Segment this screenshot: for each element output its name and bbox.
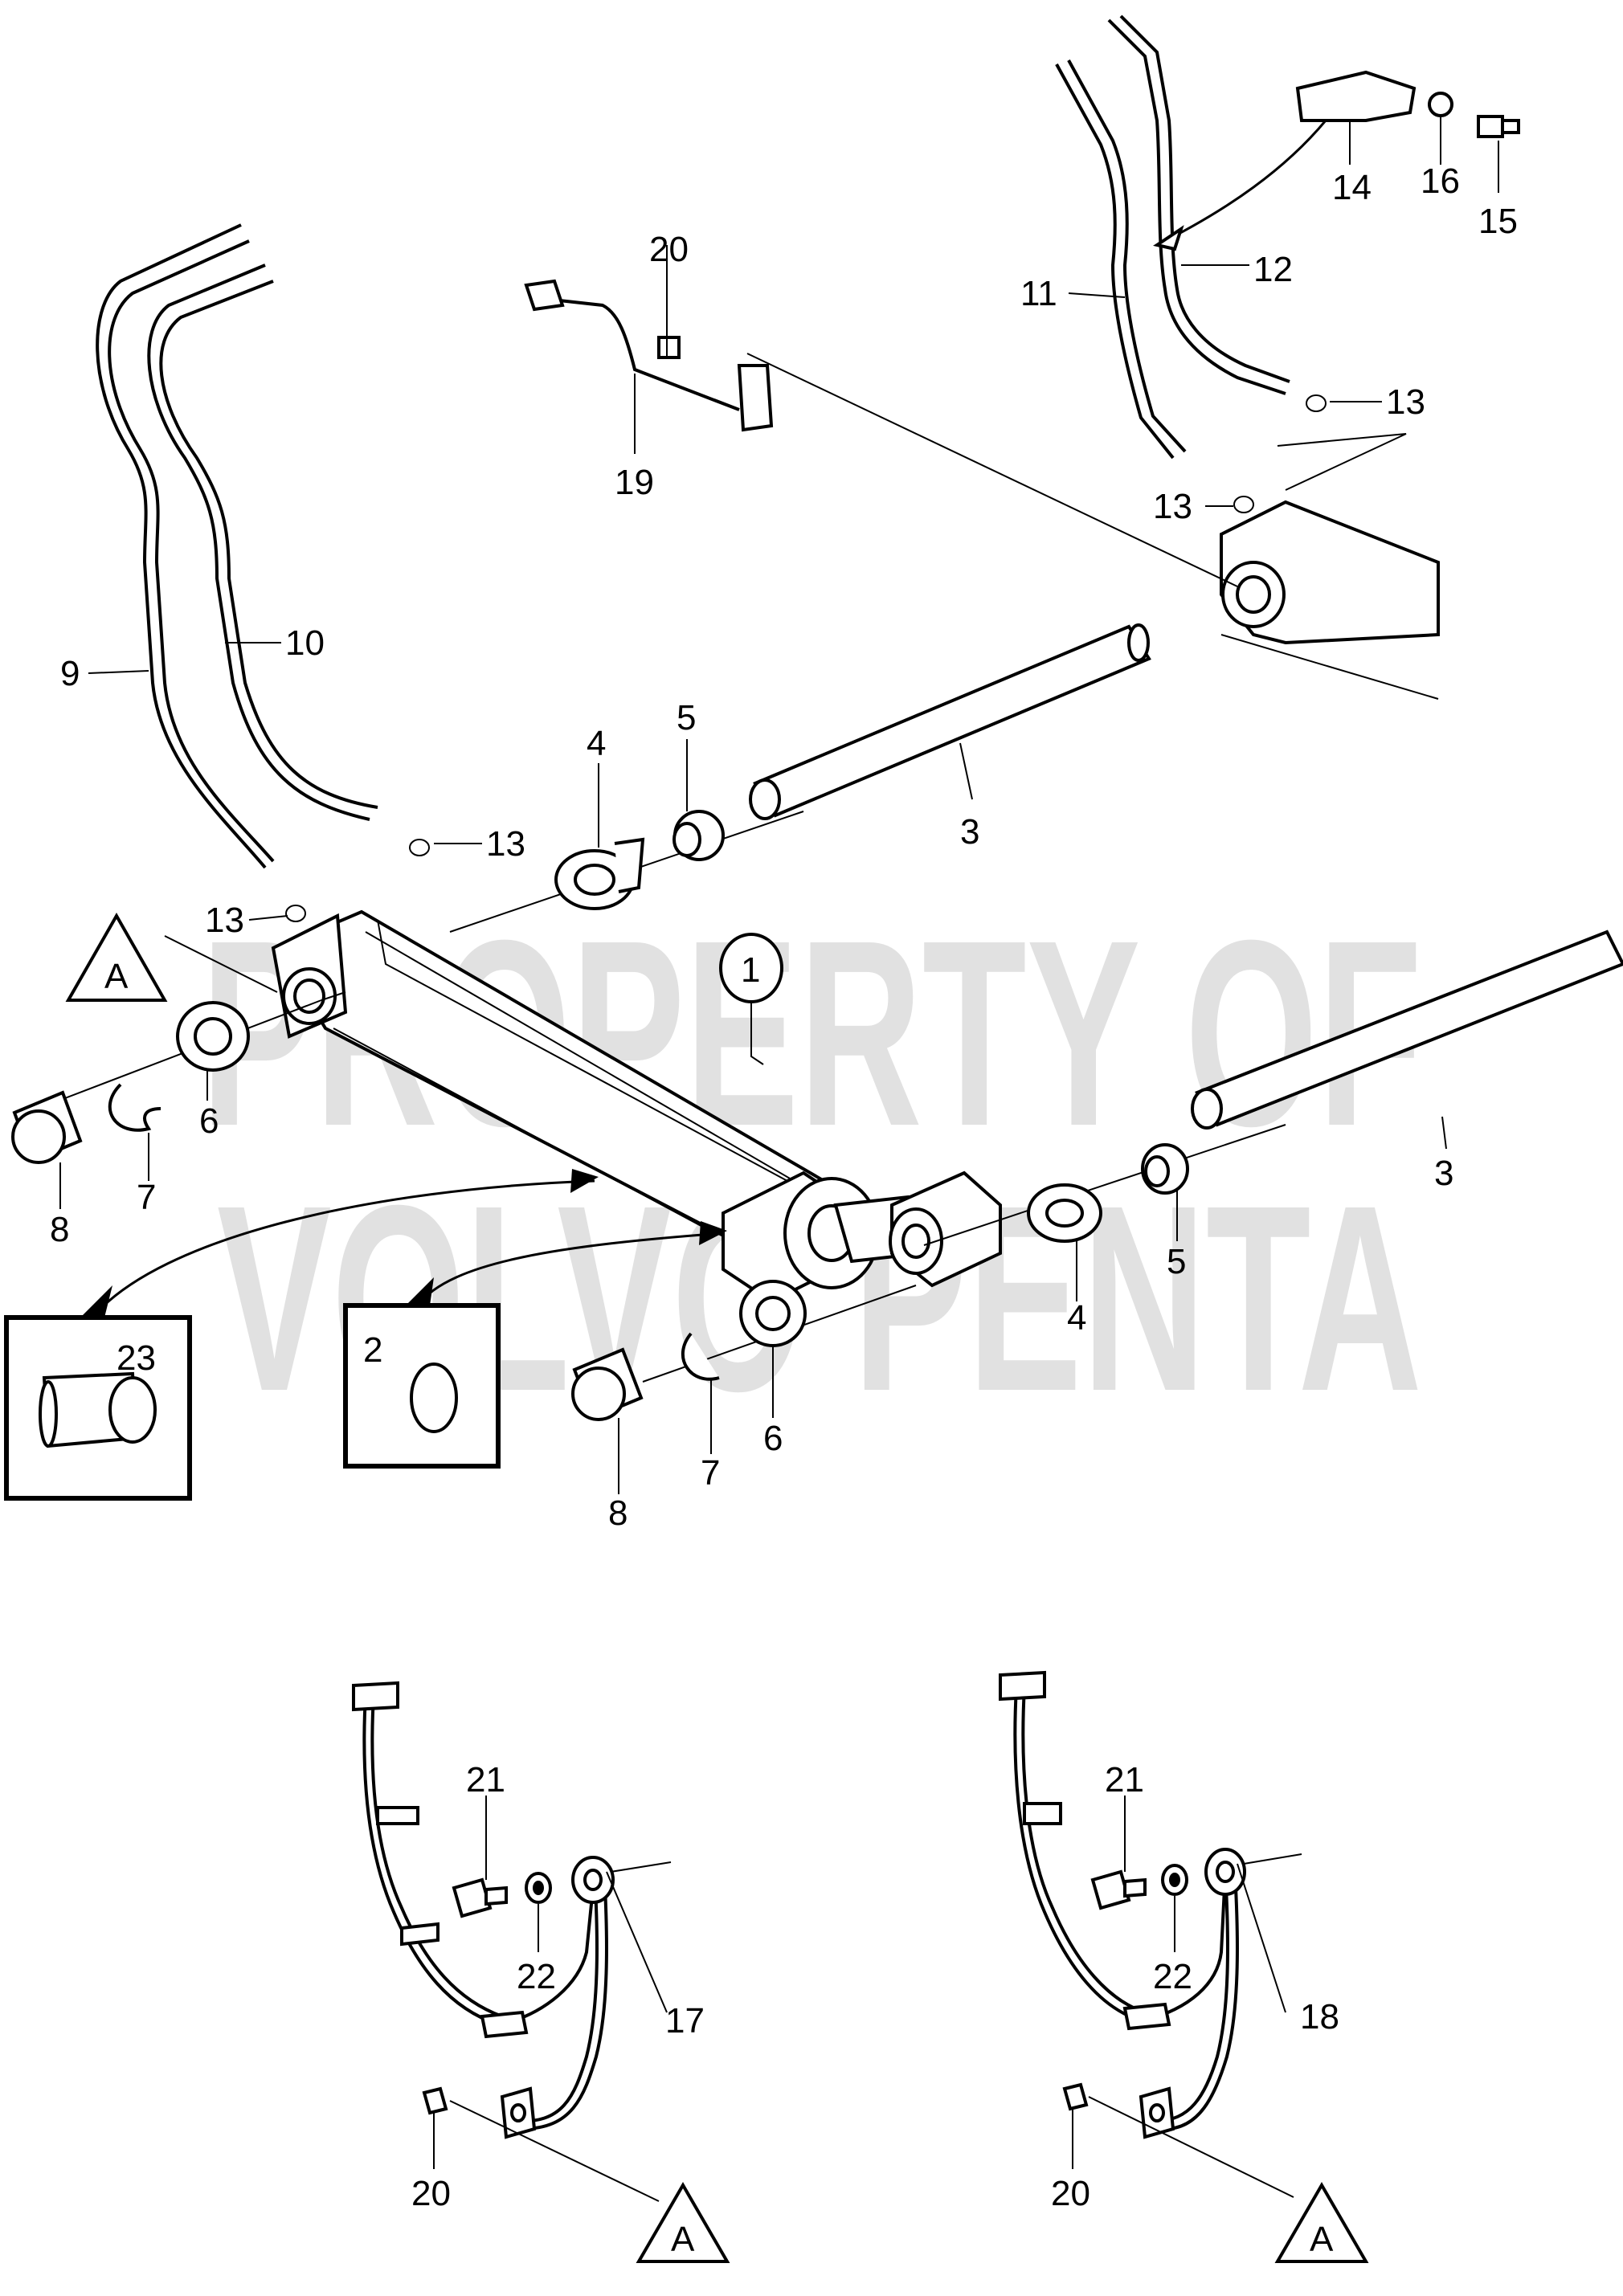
callout-22-left: 22 xyxy=(517,1957,556,1996)
bushing-5-lower xyxy=(1141,1143,1189,1195)
callout-20-left: 20 xyxy=(411,2174,451,2213)
o-ring-13-d xyxy=(1233,496,1254,513)
wire-19-terminal xyxy=(524,279,565,312)
hose-9 xyxy=(96,223,267,869)
callout-22-right: 22 xyxy=(1153,1957,1192,1996)
steering-cylinder xyxy=(271,909,1002,1304)
hose-10-inner xyxy=(159,280,378,809)
callout-4-lower: 4 xyxy=(1067,1298,1086,1338)
callout-21-left: 21 xyxy=(466,1760,505,1800)
svg-text:A: A xyxy=(1310,2220,1334,2259)
callout-10: 10 xyxy=(285,623,325,663)
o-ring-13-c xyxy=(1306,394,1327,412)
callout-13-b: 13 xyxy=(205,901,244,940)
callout-13-c: 13 xyxy=(1386,382,1425,422)
callout-labels: 1 2 3 3 4 4 5 5 6 6 7 7 8 8 9 10 11 12 1… xyxy=(50,161,1518,2213)
bolt-15 xyxy=(1477,115,1520,138)
arrow-to-2 xyxy=(416,1232,724,1306)
cap-8-right xyxy=(571,1347,644,1421)
callout-3-lower: 3 xyxy=(1434,1154,1453,1193)
hose-11 xyxy=(1055,63,1175,460)
callout-21-right: 21 xyxy=(1105,1760,1144,1800)
o-ring-13-b xyxy=(285,905,306,922)
cylinder-fragment xyxy=(1220,500,1440,645)
wiring-18 xyxy=(999,1670,1302,2139)
bolt-21-right xyxy=(1090,1869,1147,1910)
callout-13-a: 13 xyxy=(486,824,525,864)
callout-7-left: 7 xyxy=(137,1178,156,1217)
screw-20-left xyxy=(422,2086,448,2115)
callout-7-right: 7 xyxy=(701,1453,720,1493)
callout-3-upper: 3 xyxy=(960,812,979,852)
callout-6-left: 6 xyxy=(199,1101,219,1141)
callout-9: 9 xyxy=(60,654,80,693)
hose-12-inner xyxy=(1119,14,1290,383)
bolt-21-left xyxy=(452,1877,508,1918)
washer-22-left xyxy=(525,1872,552,1904)
wire-19 xyxy=(529,296,740,411)
tube-3-upper xyxy=(749,623,1151,820)
callout-8-right: 8 xyxy=(608,1493,628,1533)
callout-8-left: 8 xyxy=(50,1210,69,1249)
washer-16 xyxy=(1428,92,1453,117)
hose-10 xyxy=(147,264,370,821)
callout-19: 19 xyxy=(615,463,654,502)
bushing-4-lower xyxy=(1027,1183,1102,1243)
callout-12: 12 xyxy=(1253,250,1293,289)
svg-text:A: A xyxy=(671,2220,695,2259)
callout-18: 18 xyxy=(1300,1997,1339,2037)
hose-11-inner xyxy=(1067,59,1187,453)
washer-22-right xyxy=(1161,1864,1188,1896)
screw-20-top xyxy=(657,336,681,359)
circlip-7-left xyxy=(108,1083,161,1132)
callout-6-right: 6 xyxy=(763,1419,783,1458)
washer-6-left xyxy=(176,1001,250,1072)
inset-23 xyxy=(4,1315,192,1501)
clamp-14 xyxy=(1295,70,1417,122)
svg-text:A: A xyxy=(104,957,129,996)
callout-14: 14 xyxy=(1332,168,1372,207)
reference-marker-A-bottom-left: A xyxy=(636,2182,730,2263)
leader-lines xyxy=(59,116,1499,2169)
wire-19-clip xyxy=(737,364,774,432)
screw-20-right xyxy=(1062,2082,1089,2111)
cap-8-left xyxy=(11,1090,83,1164)
hose-9-inner xyxy=(108,239,275,863)
hose-12 xyxy=(1107,18,1286,395)
callout-4-upper: 4 xyxy=(587,724,606,763)
callout-20-right: 20 xyxy=(1051,2174,1090,2213)
o-ring-13-a xyxy=(409,839,430,856)
wiring-17 xyxy=(352,1681,672,2139)
tube-3-lower xyxy=(1191,929,1623,1130)
reference-marker-A-bottom-right: A xyxy=(1274,2182,1369,2263)
callout-17: 17 xyxy=(665,2001,705,2041)
arrow-to-23 xyxy=(91,1179,595,1318)
bushing-4-upper xyxy=(554,837,645,910)
callout-15: 15 xyxy=(1478,202,1518,241)
callout-23: 23 xyxy=(117,1338,156,1378)
callout-5-lower: 5 xyxy=(1167,1242,1186,1281)
callout-16: 16 xyxy=(1421,161,1460,201)
callout-13-d: 13 xyxy=(1153,487,1192,526)
callout-2: 2 xyxy=(363,1330,382,1370)
clamp-arrow xyxy=(1156,120,1327,247)
callout-11: 11 xyxy=(1020,274,1057,313)
washer-6-right xyxy=(739,1280,807,1347)
callout-5-upper: 5 xyxy=(677,698,696,737)
callout-1: 1 xyxy=(741,950,760,990)
bushing-5-upper xyxy=(673,810,725,861)
inset-2 xyxy=(343,1303,501,1469)
reference-marker-A-top: A xyxy=(65,912,278,1002)
callout-20-top: 20 xyxy=(649,230,689,269)
